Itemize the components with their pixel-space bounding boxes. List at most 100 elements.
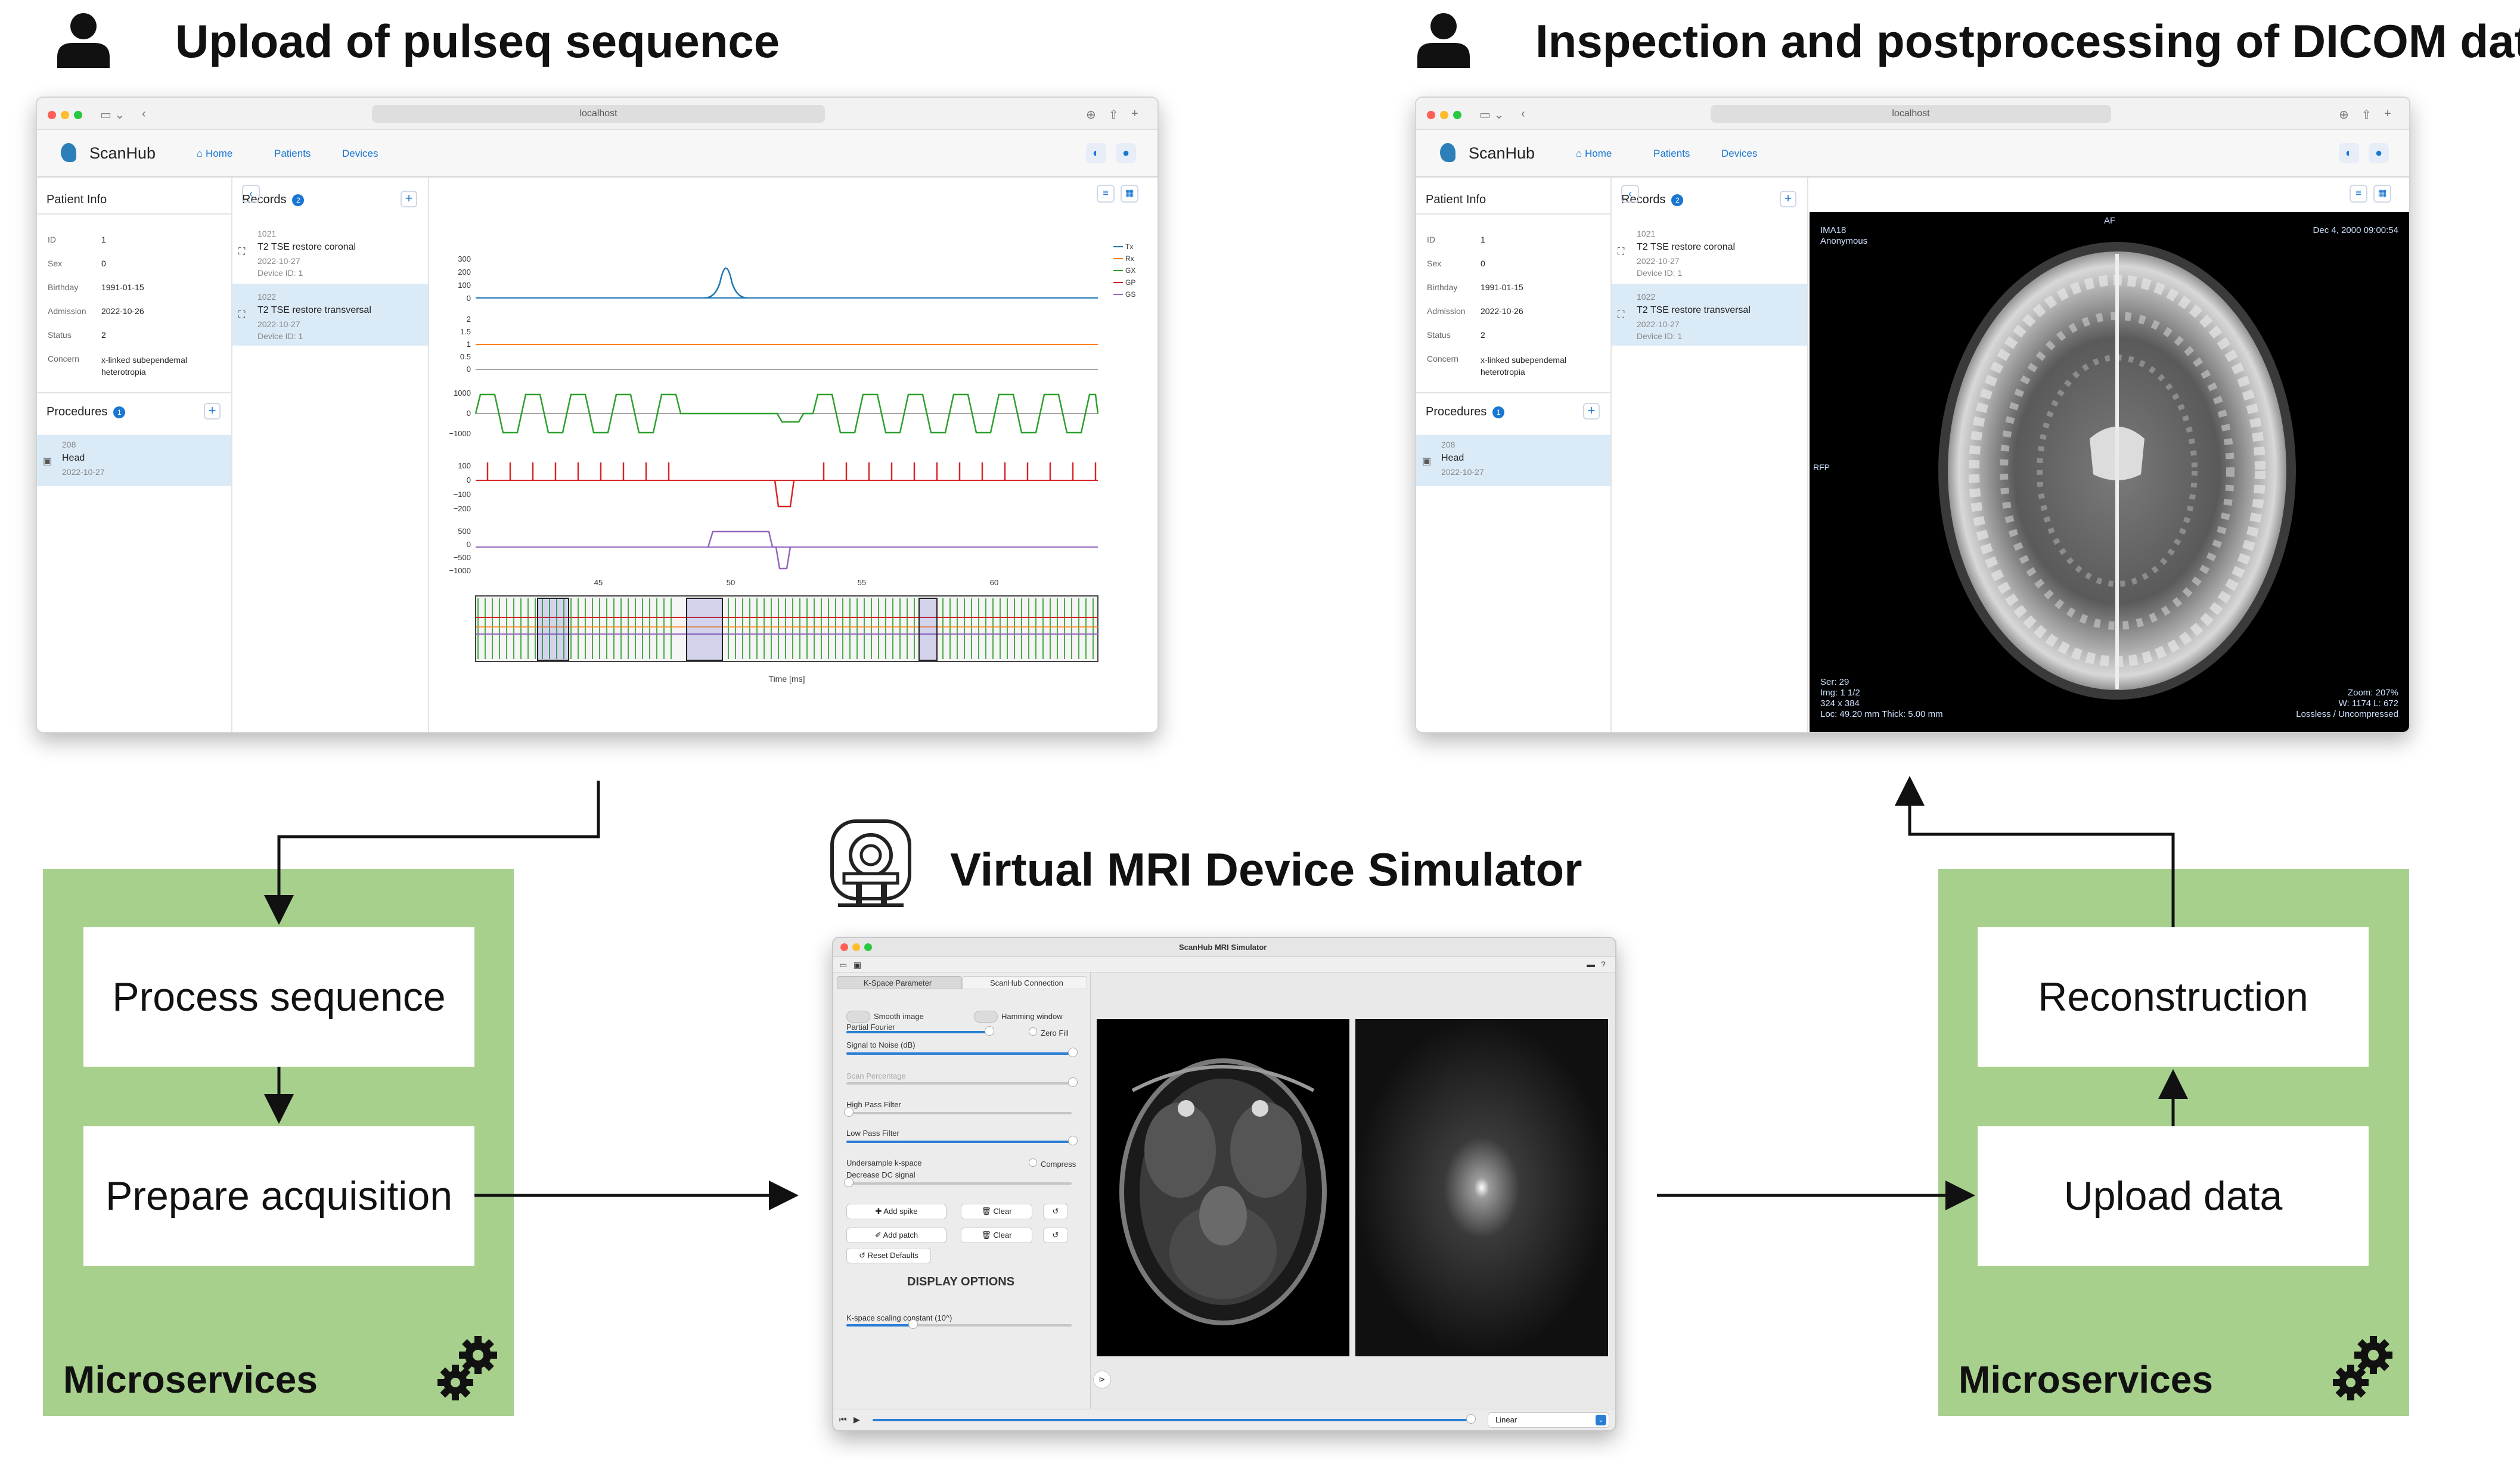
- new-tab-icon[interactable]: +: [2384, 107, 2391, 120]
- tab-scanhub-connection[interactable]: ScanHub Connection: [962, 976, 1087, 989]
- collapse-button[interactable]: ‹: [1621, 185, 1639, 203]
- records-count-badge: 2: [1671, 194, 1684, 206]
- inspection-title: Inspection and postprocessing of DICOM d…: [1535, 15, 2520, 67]
- record-item[interactable]: ⛶ 1021 T2 TSE restore coronal 2022-10-27…: [1612, 220, 1807, 282]
- play-circle-button[interactable]: ⊳: [1093, 1371, 1111, 1388]
- field-label: Concern: [48, 354, 79, 364]
- slider-knob[interactable]: [908, 1319, 918, 1329]
- add-procedure-button[interactable]: +: [1583, 403, 1600, 420]
- open-folder-icon[interactable]: ▭: [839, 960, 848, 970]
- zero-fill-radio[interactable]: [1029, 1027, 1037, 1036]
- collapse-button[interactable]: ‹: [242, 185, 260, 203]
- minimize-window-button[interactable]: [61, 111, 69, 119]
- share-icon[interactable]: ⇧: [2361, 108, 2372, 122]
- clear-spike-button[interactable]: 🗑 Clear: [961, 1204, 1032, 1219]
- undo-patch-button[interactable]: ↺: [1043, 1228, 1068, 1243]
- maximize-window-button[interactable]: [1453, 111, 1461, 119]
- procedure-item[interactable]: ▣ 208 Head 2022-10-27: [1416, 435, 1610, 486]
- slider-knob[interactable]: [1068, 1136, 1078, 1145]
- reset-defaults-button[interactable]: ↺ Reset Defaults: [846, 1248, 931, 1263]
- procedure-item[interactable]: ▣ 208 Head 2022-10-27: [37, 435, 231, 486]
- minus-icon[interactable]: ▬: [1587, 959, 1595, 969]
- scanhub-logo: [1440, 143, 1455, 162]
- download-icon[interactable]: ⊕: [1086, 108, 1096, 122]
- process-sequence-box: Process sequence: [83, 927, 474, 1067]
- dark-mode-icon[interactable]: ◐: [1086, 143, 1106, 163]
- record-item[interactable]: ⛶ 1022 T2 TSE restore transversal 2022-1…: [232, 284, 428, 346]
- nav-devices[interactable]: Devices: [1721, 148, 1758, 159]
- records-label: Records: [242, 193, 287, 206]
- nav-patients[interactable]: Patients: [274, 148, 311, 159]
- smooth-image-toggle[interactable]: [846, 1011, 870, 1023]
- back-arrow-icon[interactable]: ‹: [1521, 107, 1525, 120]
- close-window-button[interactable]: [1427, 111, 1435, 119]
- hamming-window-toggle[interactable]: [974, 1011, 998, 1023]
- slider-knob[interactable]: [844, 1178, 854, 1187]
- partial-fourier-slider[interactable]: [846, 1031, 989, 1033]
- account-icon[interactable]: ●: [1116, 143, 1136, 163]
- list-view-icon[interactable]: ≡: [2350, 185, 2367, 203]
- play-icon[interactable]: ▶: [854, 1415, 860, 1424]
- nav-home[interactable]: ⌂ Home: [197, 148, 233, 159]
- playback-slider[interactable]: [873, 1419, 1469, 1421]
- maximize-window-button[interactable]: [864, 943, 872, 951]
- add-procedure-button[interactable]: +: [204, 403, 221, 420]
- decrease-dc-slider[interactable]: [846, 1182, 1072, 1185]
- slider-knob[interactable]: [1068, 1077, 1078, 1087]
- tab-kspace-parameter[interactable]: K-Space Parameter: [837, 976, 962, 989]
- minimize-window-button[interactable]: [1440, 111, 1448, 119]
- add-record-button[interactable]: +: [401, 191, 417, 207]
- grid-view-icon[interactable]: ▦: [2373, 185, 2391, 203]
- add-spike-button[interactable]: ✚ Add spike: [846, 1204, 946, 1219]
- url-bar[interactable]: localhost: [372, 105, 825, 123]
- list-view-icon[interactable]: ≡: [1097, 185, 1115, 203]
- record-name: T2 TSE restore coronal: [1637, 242, 1736, 252]
- download-icon[interactable]: ⊕: [2339, 108, 2349, 122]
- maximize-window-button[interactable]: [74, 111, 82, 119]
- record-id: 1021: [1637, 229, 1656, 238]
- add-patch-button[interactable]: ✐ Add patch: [846, 1228, 946, 1243]
- close-window-button[interactable]: [48, 111, 56, 119]
- x-axis-label: Time [ms]: [769, 674, 805, 684]
- low-pass-label: Low Pass Filter: [846, 1129, 899, 1138]
- nav-devices[interactable]: Devices: [342, 148, 378, 159]
- save-icon[interactable]: ▣: [854, 960, 862, 970]
- account-icon[interactable]: ●: [2369, 143, 2389, 163]
- dicom-viewer[interactable]: IMA18 Anonymous AF Dec 4, 2000 09:00:54 …: [1810, 212, 2409, 732]
- slider-knob[interactable]: [1068, 1048, 1078, 1057]
- sidebar-icon[interactable]: ▭ ⌄: [100, 108, 125, 122]
- slider-knob[interactable]: [1466, 1414, 1476, 1424]
- low-pass-slider[interactable]: [846, 1141, 1072, 1143]
- sidebar-icon[interactable]: ▭ ⌄: [1479, 108, 1504, 122]
- back-arrow-icon[interactable]: ‹: [142, 107, 146, 120]
- share-icon[interactable]: ⇧: [1109, 108, 1119, 122]
- scan-percentage-slider[interactable]: [846, 1082, 1072, 1085]
- slider-knob[interactable]: [985, 1026, 994, 1036]
- close-window-button[interactable]: [840, 943, 848, 951]
- undo-spike-button[interactable]: ↺: [1043, 1204, 1068, 1219]
- add-record-button[interactable]: +: [1780, 191, 1796, 207]
- url-bar[interactable]: localhost: [1711, 105, 2111, 123]
- interpolation-select[interactable]: Linear⌄: [1488, 1412, 1609, 1428]
- record-item[interactable]: ⛶ 1022 T2 TSE restore transversal 2022-1…: [1612, 284, 1807, 346]
- high-pass-slider[interactable]: [846, 1112, 1072, 1114]
- nav-patients[interactable]: Patients: [1653, 148, 1690, 159]
- slider-knob[interactable]: [844, 1107, 854, 1117]
- dicom-overlay-text: Anonymous: [1820, 236, 1868, 246]
- snr-slider[interactable]: [846, 1052, 1072, 1055]
- new-tab-icon[interactable]: +: [1131, 107, 1138, 120]
- kspace-scaling-slider[interactable]: [912, 1324, 1072, 1327]
- scan-icon: ⛶: [238, 247, 246, 257]
- help-icon[interactable]: ?: [1601, 959, 1606, 969]
- clear-patch-button[interactable]: 🗑 Clear: [961, 1228, 1032, 1243]
- skip-back-icon[interactable]: ⏮: [839, 1415, 847, 1424]
- nav-home[interactable]: ⌂ Home: [1576, 148, 1612, 159]
- grid-view-icon[interactable]: ▦: [1121, 185, 1138, 203]
- compress-radio[interactable]: [1029, 1158, 1037, 1167]
- record-item[interactable]: ⛶ 1021 T2 TSE restore coronal 2022-10-27…: [232, 220, 428, 282]
- legend: Tx Rx GX GP GS: [1113, 243, 1135, 299]
- minimize-window-button[interactable]: [852, 943, 860, 951]
- dark-mode-icon[interactable]: ◐: [2339, 143, 2359, 163]
- sim-image-area: ⊳: [1091, 973, 1615, 1409]
